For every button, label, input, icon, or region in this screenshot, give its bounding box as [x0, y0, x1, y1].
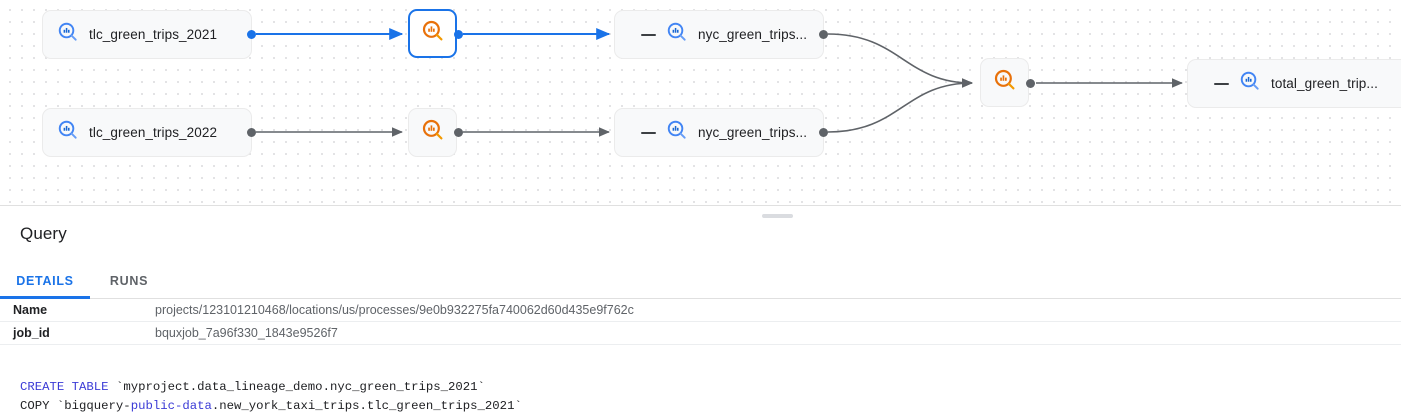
port-out-tlc2021[interactable] [247, 30, 256, 39]
sql-keyword: CREATE TABLE [20, 380, 109, 394]
property-key: job_id [13, 326, 50, 340]
port-out-tlc2022[interactable] [247, 128, 256, 137]
bigquery-table-icon [666, 21, 688, 48]
panel-resize-handle[interactable] [762, 214, 793, 218]
property-value: projects/123101210468/locations/us/proce… [155, 303, 634, 317]
graph-node-nyc-green-trips-2[interactable]: nyc_green_trips... [614, 108, 824, 157]
bigquery-table-icon [57, 119, 79, 146]
graph-node-process-query-3[interactable] [980, 58, 1029, 107]
bigquery-process-icon [421, 19, 445, 48]
graph-node-label: tlc_green_trips_2022 [89, 125, 218, 140]
sql-query-preview[interactable]: CREATE TABLE `myproject.data_lineage_dem… [0, 366, 1401, 418]
edge-nyc2-proc3 [827, 78, 973, 133]
sql-keyword: public-data [130, 399, 212, 413]
bigquery-table-icon [1239, 70, 1261, 97]
sql-text: COPY `bigquery- [20, 399, 131, 413]
tab-runs[interactable]: RUNS [109, 273, 149, 288]
port-out-proc3[interactable] [1026, 79, 1035, 88]
bigquery-process-icon [421, 118, 445, 147]
graph-node-tlc-green-trips-2021[interactable]: tlc_green_trips_2021 [42, 10, 252, 59]
collapse-icon[interactable] [641, 33, 656, 36]
details-tabs: DETAILS RUNS [0, 264, 1401, 299]
sql-line-2: COPY `bigquery-public-data.new_york_taxi… [20, 397, 1401, 416]
graph-node-nyc-green-trips-1[interactable]: nyc_green_trips... [614, 10, 824, 59]
property-value: bquxjob_7a96f330_1843e9526f7 [155, 326, 338, 340]
port-out-proc2[interactable] [454, 128, 463, 137]
graph-node-label: tlc_green_trips_2021 [89, 27, 218, 42]
bigquery-table-icon [666, 119, 688, 146]
graph-node-label: nyc_green_trips... [698, 27, 808, 42]
graph-node-label: nyc_green_trips... [698, 125, 808, 140]
graph-node-total-green-trips[interactable]: total_green_trip... [1187, 59, 1401, 108]
graph-node-process-query-2[interactable] [408, 108, 457, 157]
port-out-nyc1[interactable] [819, 30, 828, 39]
sql-text: .new_york_taxi_trips.tlc_green_trips_202… [211, 399, 522, 413]
port-out-nyc2[interactable] [819, 128, 828, 137]
port-out-proc1[interactable] [454, 30, 463, 39]
sql-text: `myproject.data_lineage_demo.nyc_green_t… [108, 380, 485, 394]
edge-nyc1-proc3 [827, 33, 973, 88]
panel-title: Query [20, 224, 67, 243]
graph-node-process-query-selected[interactable] [408, 9, 457, 58]
property-row-job-id: job_id bquxjob_7a96f330_1843e9526f7 [0, 322, 1401, 345]
bigquery-process-icon [993, 68, 1017, 97]
lineage-graph-canvas[interactable]: tlc_green_trips_2021 tlc_green_trips_202… [0, 0, 1401, 205]
graph-node-label: total_green_trip... [1271, 76, 1378, 91]
collapse-icon[interactable] [641, 131, 656, 134]
property-row-name: Name projects/123101210468/locations/us/… [0, 299, 1401, 322]
tab-details[interactable]: DETAILS [0, 263, 90, 299]
sql-line-1: CREATE TABLE `myproject.data_lineage_dem… [20, 378, 1401, 397]
details-panel: Query DETAILS RUNS Name projects/1231012… [0, 205, 1401, 418]
collapse-icon[interactable] [1214, 82, 1229, 85]
property-key: Name [13, 303, 48, 317]
bigquery-table-icon [57, 21, 79, 48]
graph-node-tlc-green-trips-2022[interactable]: tlc_green_trips_2022 [42, 108, 252, 157]
